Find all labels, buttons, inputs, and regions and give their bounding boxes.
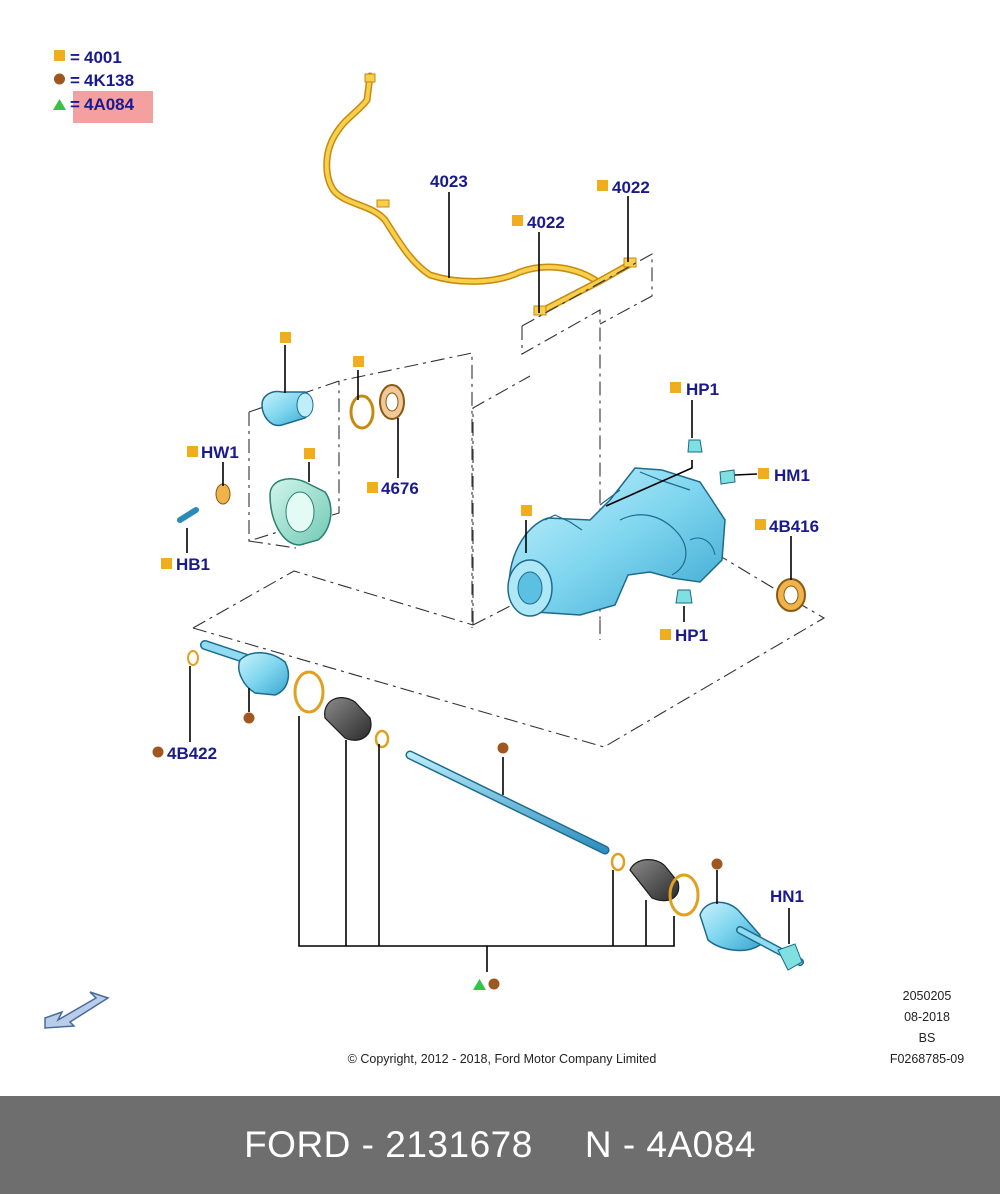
circle-marker-icon [497, 742, 509, 754]
square-marker-icon [512, 215, 523, 226]
callout-hp1: HP1 [675, 626, 708, 645]
square-marker-icon [367, 482, 378, 493]
rear-differential [507, 439, 806, 617]
circle-marker-icon [488, 978, 500, 990]
footer-brand-part: FORD - 2131678 [244, 1124, 533, 1165]
square-marker-icon [280, 332, 291, 343]
legend-equals: = [70, 48, 80, 67]
legend-equals: = [70, 71, 80, 90]
half-shaft [187, 640, 804, 971]
vent-hose [323, 72, 637, 316]
square-marker-icon [187, 446, 198, 457]
circle-marker-icon [711, 858, 723, 870]
callout-4b416: 4B416 [769, 517, 819, 536]
legend-equals: = [70, 95, 80, 114]
circle-marker-icon [152, 746, 164, 758]
leader-lines [186, 192, 792, 972]
legend-triangle-icon [53, 99, 66, 110]
square-marker-icon [304, 448, 315, 459]
callout-hp1: HP1 [686, 380, 719, 399]
exploded-parts-diagram: = 4001 = 4K138 = 4A084 [44, 48, 964, 1066]
square-marker-icon [161, 558, 172, 569]
callout-4022: 4022 [527, 213, 565, 232]
square-marker-icon [597, 180, 608, 191]
legend-circle-code: 4K138 [84, 71, 134, 90]
diagram-code: 2050205 [903, 989, 952, 1003]
legend: = 4001 = 4K138 = 4A084 [53, 48, 153, 123]
copyright-text: © Copyright, 2012 - 2018, Ford Motor Com… [348, 1052, 657, 1066]
callout-4b422: 4B422 [167, 744, 217, 763]
circle-marker-icon [243, 712, 255, 724]
square-marker-icon [660, 629, 671, 640]
diagram-date: 08-2018 [904, 1010, 950, 1024]
callout-hm1: HM1 [774, 466, 810, 485]
square-marker-icon [755, 519, 766, 530]
legend-highlight [73, 91, 153, 123]
square-marker-icon [670, 382, 681, 393]
part-number-banner: FORD - 2131678 N - 4A084 [0, 1096, 1000, 1194]
legend-square-code: 4001 [84, 48, 122, 67]
callout-hb1: HB1 [176, 555, 210, 574]
diagram-bs: BS [919, 1031, 936, 1045]
callout-4676: 4676 [381, 479, 419, 498]
callout-hw1: HW1 [201, 443, 239, 462]
callout-hn1: HN1 [770, 887, 804, 906]
diagram-reference: F0268785-09 [890, 1052, 964, 1066]
flange-group [177, 384, 405, 546]
legend-square-icon [54, 50, 65, 61]
callout-labels: 4023 4022 4022 HP1 HM1 4B416 HP1 HW1 467… [167, 172, 819, 906]
footer-ref-part: N - 4A084 [584, 1124, 756, 1165]
triangle-marker-icon [473, 979, 486, 990]
callout-4023: 4023 [430, 172, 468, 191]
square-marker-icon [521, 505, 532, 516]
square-marker-icon [353, 356, 364, 367]
callout-4022: 4022 [612, 178, 650, 197]
orientation-arrow-icon [44, 991, 110, 1029]
legend-circle-icon [54, 73, 65, 85]
legend-triangle-code: 4A084 [84, 95, 135, 114]
part-markers [152, 180, 769, 990]
square-marker-icon [758, 468, 769, 479]
